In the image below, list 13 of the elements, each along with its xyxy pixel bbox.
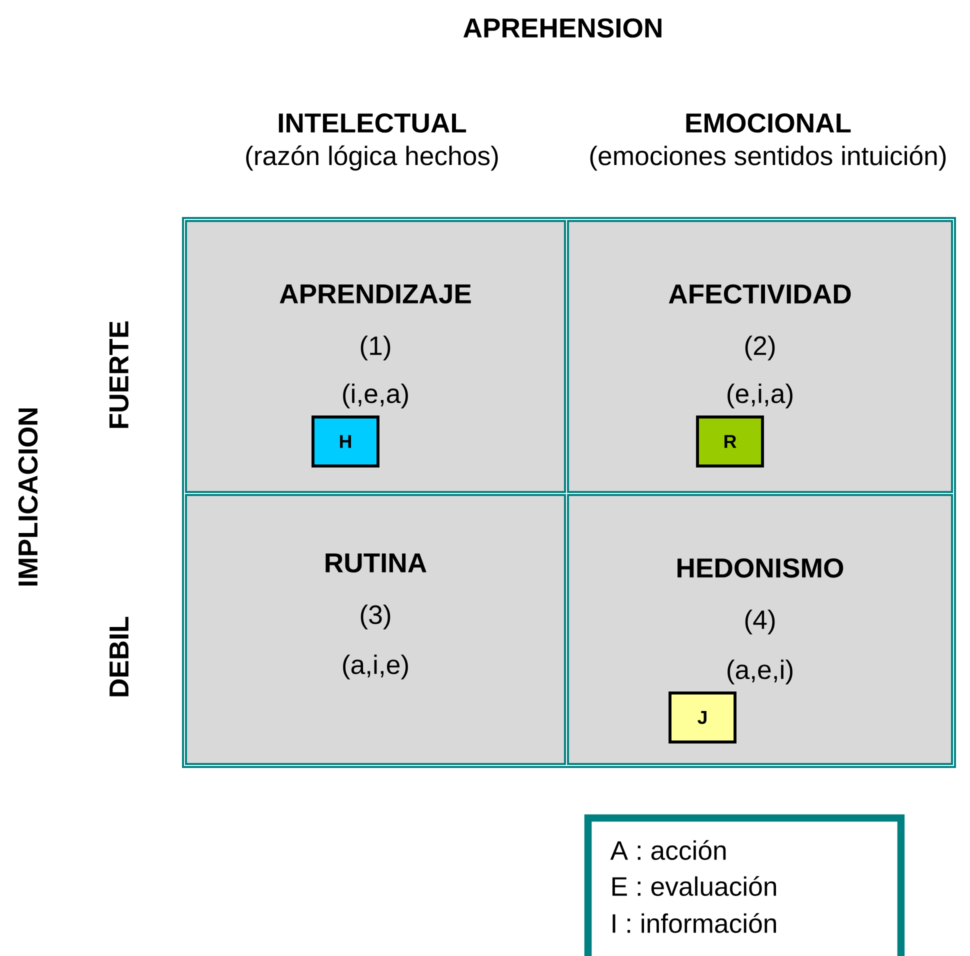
letter-box: J <box>668 692 736 744</box>
row-heading: DEBIL <box>110 616 128 696</box>
column-subtitle: (emociones sentidos intuición) <box>590 145 946 171</box>
letter-box: H <box>312 416 380 468</box>
quadrant-cell: RUTINA (3) (a,i,e) <box>185 494 566 765</box>
heading: APREHENSION <box>463 18 662 38</box>
letter-box: R <box>696 416 764 468</box>
axis-title: IMPLICACION <box>18 408 38 586</box>
key-box: A : acción E : evaluación I : información <box>584 814 905 956</box>
column-heading: INTELECTUAL <box>278 113 466 133</box>
row-heading: FUERTE <box>109 321 129 428</box>
column-subtitle: (razón lógica hechos) <box>246 145 498 171</box>
column-heading: EMOCIONAL <box>686 113 851 133</box>
